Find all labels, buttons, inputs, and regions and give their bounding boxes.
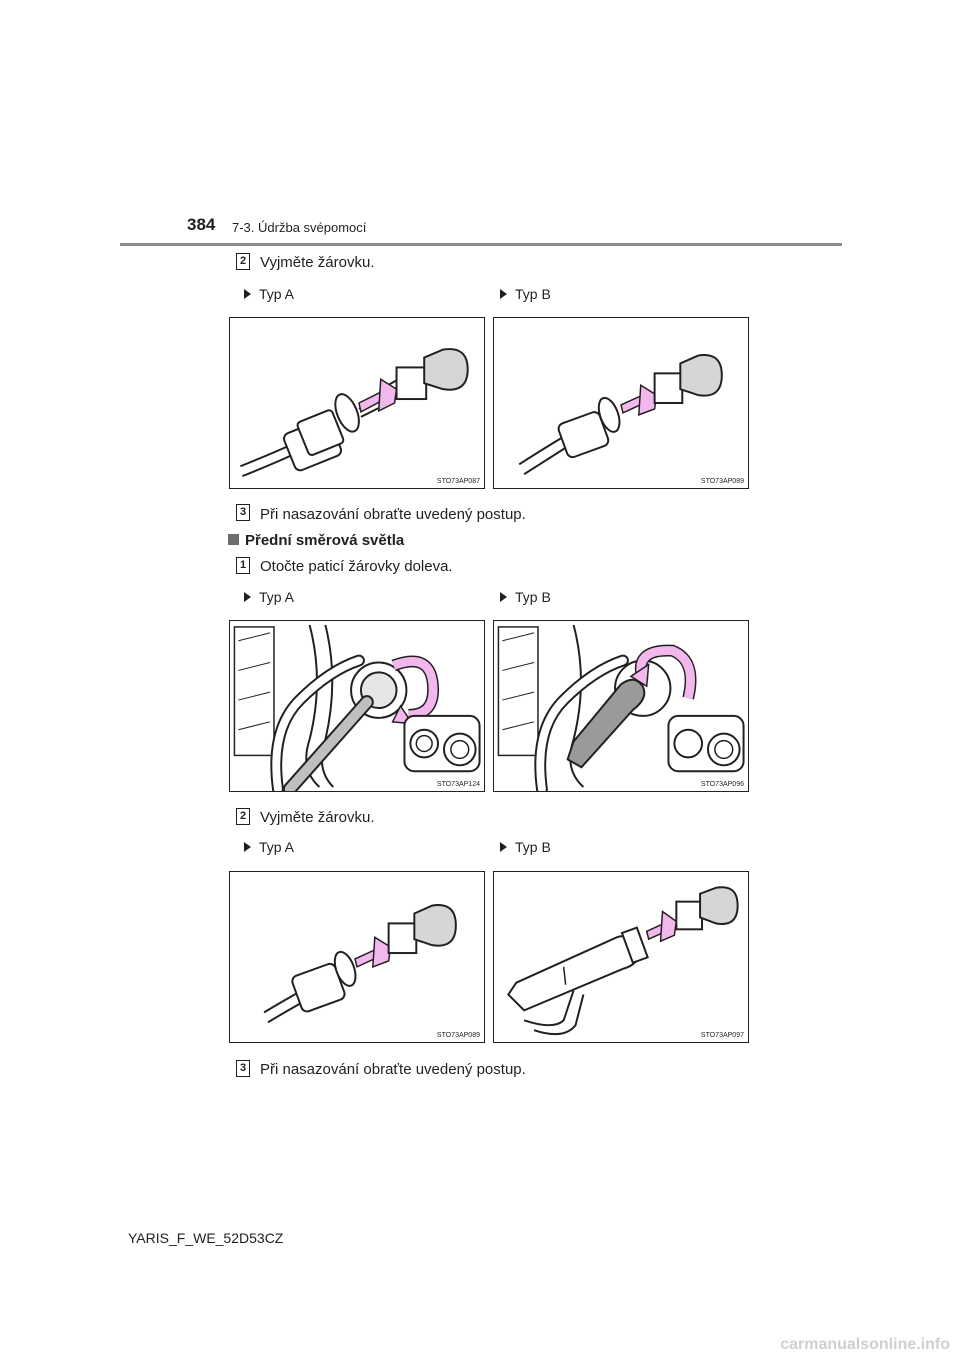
type-a-label: Typ A xyxy=(244,286,294,302)
figure-turn-socket-type-a: STO73AP124 xyxy=(229,620,485,792)
subsection-heading: Přední směrová světla xyxy=(228,532,404,549)
step-badge: 2 xyxy=(236,253,250,270)
step-text: Při nasazování obraťte uvedený postup. xyxy=(260,506,526,523)
step-text: Vyjměte žárovku. xyxy=(260,809,375,826)
triangle-bullet-icon xyxy=(500,842,507,852)
figure-code: STO73AP124 xyxy=(436,781,480,788)
header-rule xyxy=(120,243,842,246)
figure-turn-socket-type-b: STO73AP096 xyxy=(493,620,749,792)
triangle-bullet-icon xyxy=(500,289,507,299)
square-bullet-icon xyxy=(228,534,239,545)
figure-bulb-removal-type-a: STO73AP087 xyxy=(229,317,485,489)
type-a-label: Typ A xyxy=(244,589,294,605)
triangle-bullet-icon xyxy=(244,592,251,602)
type-a-label: Typ A xyxy=(244,839,294,855)
step-badge: 3 xyxy=(236,1060,250,1077)
figure-code: STO73AP089 xyxy=(436,1032,480,1039)
watermark: carmanualsonline.info xyxy=(780,1336,950,1353)
figure-code: STO73AP096 xyxy=(700,781,744,788)
step-badge: 2 xyxy=(236,808,250,825)
type-b-label: Typ B xyxy=(500,286,551,302)
type-b-label: Typ B xyxy=(500,589,551,605)
figure-bulb-removal-type-b: STO73AP089 xyxy=(493,317,749,489)
figure-code: STO73AP087 xyxy=(436,478,480,485)
triangle-bullet-icon xyxy=(244,289,251,299)
bulb-socket-illustration xyxy=(518,354,723,475)
bulb-socket-illustration xyxy=(240,348,469,478)
document-code: YARIS_F_WE_52D53CZ xyxy=(128,1230,284,1246)
step-text: Otočte paticí žárovky doleva. xyxy=(260,558,453,575)
triangle-bullet-icon xyxy=(244,842,251,852)
figure-bulb-removal-type-a: STO73AP089 xyxy=(229,871,485,1043)
engine-bay-illustration xyxy=(497,624,745,791)
section-title: 7-3. Údržba svépomocí xyxy=(232,220,367,235)
engine-bay-illustration xyxy=(233,624,481,791)
figure-code: STO73AP097 xyxy=(700,1032,744,1039)
triangle-bullet-icon xyxy=(500,592,507,602)
figure-bulb-removal-type-b: STO73AP097 xyxy=(493,871,749,1043)
figure-code: STO73AP089 xyxy=(700,478,744,485)
page-number: 384 xyxy=(187,215,216,234)
step-badge: 1 xyxy=(236,557,250,574)
type-b-label: Typ B xyxy=(500,839,551,855)
step-badge: 3 xyxy=(236,504,250,521)
bulb-socket-illustration xyxy=(507,886,739,1036)
bulb-socket-illustration xyxy=(263,904,457,1024)
step-text: Vyjměte žárovku. xyxy=(260,254,375,271)
step-text: Při nasazování obraťte uvedený postup. xyxy=(260,1061,526,1078)
